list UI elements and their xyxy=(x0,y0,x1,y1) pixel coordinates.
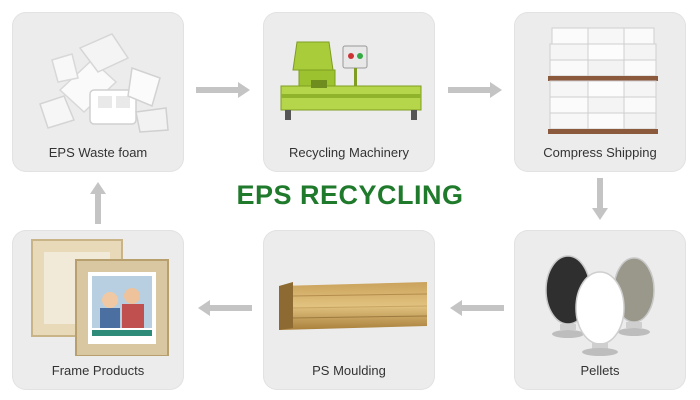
photo-frame-icon xyxy=(31,239,169,356)
arrow-up-icon xyxy=(90,182,106,224)
arrow-right-icon xyxy=(196,82,250,98)
step-card-pellets: Pellets xyxy=(514,230,686,390)
diagram-title: EPS RECYCLING xyxy=(236,180,464,210)
arrow-left-icon xyxy=(450,300,504,316)
moulding-strip-icon xyxy=(279,282,427,330)
step-label: Pellets xyxy=(580,363,620,378)
pallet-blocks-icon xyxy=(548,27,658,134)
foam-pieces-icon xyxy=(39,33,169,133)
step-card-eps-waste-foam: EPS Waste foam xyxy=(12,12,184,172)
step-card-recycling-machinery: Recycling Machinery xyxy=(263,12,435,172)
arrow-right-icon xyxy=(448,82,502,98)
arrow-down-icon xyxy=(592,178,608,220)
step-label: EPS Waste foam xyxy=(48,145,148,160)
step-card-frame-products: Frame Products xyxy=(12,230,184,390)
step-label: PS Moulding xyxy=(312,363,386,378)
step-label: Compress Shipping xyxy=(543,145,657,160)
step-label: Frame Products xyxy=(51,363,145,378)
compactor-machine-icon xyxy=(280,41,422,120)
step-card-compress-shipping: Compress Shipping xyxy=(514,12,686,172)
step-card-ps-moulding: PS Moulding xyxy=(263,230,435,390)
step-label: Recycling Machinery xyxy=(289,145,409,160)
arrow-left-icon xyxy=(198,300,252,316)
pellet-piles-icon xyxy=(545,255,655,356)
